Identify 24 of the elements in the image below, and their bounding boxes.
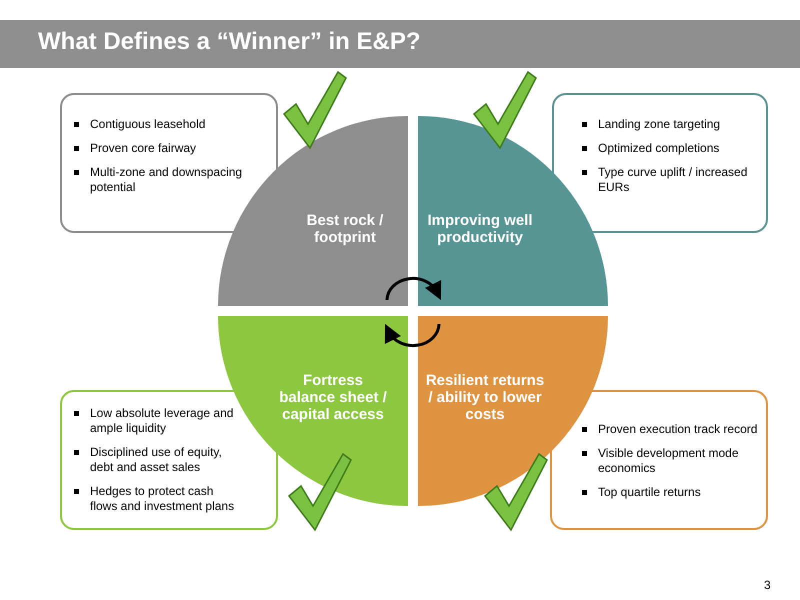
bullet-item: Optimized completions [578, 141, 760, 156]
quadrant-label: Best rock / footprint [306, 212, 384, 246]
bullet-item: Top quartile returns [578, 485, 760, 500]
curved-arrow [384, 324, 440, 348]
bullet-item: Contiguous leasehold [70, 117, 266, 132]
bullet-list-box [550, 390, 768, 530]
bullet-list-box [60, 390, 278, 530]
bullet-item: Multi-zone and downspacing potential [70, 165, 266, 195]
quadrant-label: Improving well productivity [426, 212, 534, 246]
title: What Defines a “Winner” in E&P? [38, 28, 420, 56]
bullet-item: Type curve uplift / increased EURs [578, 165, 760, 195]
bullet-item: Proven execution track record [578, 422, 760, 437]
bullet-item: Hedges to protect cash flows and investment plans [70, 484, 236, 514]
bullet-item: Disciplined use of equity, debt and asset sales [70, 445, 236, 475]
bullet-item: Proven core fairway [70, 141, 266, 156]
quadrant-label: Resilient returns / ability to lower costs [425, 372, 545, 423]
bullet-list-box [60, 93, 278, 233]
quadrant-label: Fortress balance sheet / capital access [278, 372, 388, 423]
bullet-list-box [552, 93, 768, 233]
bullet-item: Visible development mode economics [578, 446, 760, 476]
page-number: 3 [764, 578, 771, 592]
bullet-item: Landing zone targeting [578, 117, 760, 132]
curved-arrow [386, 276, 442, 300]
bullet-item: Low absolute leverage and ample liquidity [70, 406, 236, 436]
